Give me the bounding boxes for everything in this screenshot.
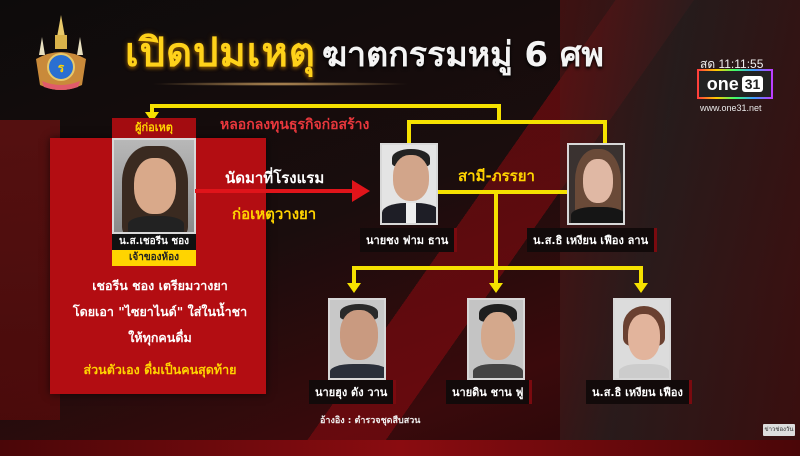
husband-photo (380, 143, 438, 225)
title-glow (150, 82, 410, 86)
arrow-right-icon (352, 180, 370, 202)
action-line-1: นัดมาที่โรงแรม (225, 169, 325, 187)
action-arrow (195, 189, 355, 193)
connector-children-drop (494, 190, 498, 266)
child-3-photo (613, 298, 671, 380)
perpetrator-photo (112, 138, 196, 234)
description-line-2: โดยเอา "ไซยาไนด์" ใส่ในน้ำชา (72, 304, 248, 319)
couple-label: สามี-ภรรยา (458, 167, 535, 185)
connector-child-3 (639, 266, 643, 284)
description-line-1: เชอรีน ชอง เตรียมวางยา (92, 278, 228, 293)
title-highlight: เปิดปมเหตุ (125, 30, 316, 76)
svg-text:ร: ร (58, 61, 65, 75)
bottom-bar (0, 440, 800, 456)
connector-wife-top (603, 120, 607, 144)
child-2-name: นายดิน ชาน ฟู (446, 380, 533, 404)
description-line-3: ให้ทุกคนดื่ม (128, 330, 192, 345)
connector-husband-top (407, 120, 411, 144)
connector-child-1 (352, 266, 356, 284)
relation-label: หลอกลงทุนธุรกิจก่อสร้าง (220, 117, 370, 133)
channel-logo: one 31 (697, 69, 773, 99)
title-rest: ฆาตกรรมหมู่ 6 ศพ (321, 35, 604, 75)
connector-couple-top (407, 120, 607, 124)
connector-couple (438, 190, 568, 194)
wife-photo (567, 143, 625, 225)
arrow-down-icon (634, 283, 648, 293)
arrow-down-icon (489, 283, 503, 293)
perpetrator-role: เจ้าของห้อง (112, 250, 196, 266)
connector-perp-drop (150, 104, 154, 114)
child-1-photo (328, 298, 386, 380)
connector-top-drop (497, 104, 501, 124)
page-title: เปิดปมเหตุ ฆาตกรรมหมู่ 6 ศพ (125, 20, 604, 90)
description-highlight: ส่วนตัวเอง ดื่มเป็นคนสุดท้าย (83, 362, 237, 377)
child-3-name: น.ส.ธิ เหงียน เฟือง (586, 380, 692, 404)
connector-top (150, 104, 500, 108)
wife-name: น.ส.ธิ เหงียน เฟือง ลาน (527, 228, 658, 252)
husband-name: นายชง ฟาม ธาน (360, 228, 458, 252)
live-clock: สด 11:11:55 (700, 57, 764, 71)
source-credit: อ้างอิง : ตำรวจชุดสืบสวน (320, 416, 421, 426)
child-2-photo (467, 298, 525, 380)
perpetrator-tag: ผู้ก่อเหตุ (112, 118, 196, 138)
action-line-2: ก่อเหตุวางยา (232, 205, 317, 223)
child-1-name: นายฮุง ดัง วาน (309, 380, 397, 404)
arrow-down-icon (347, 283, 361, 293)
channel-name: one (706, 73, 739, 94)
channel-url: www.one31.net (700, 103, 762, 113)
royal-emblem-icon: ร (36, 15, 86, 90)
arrow-down-icon (145, 112, 159, 122)
perpetrator-name: น.ส.เชอรีน ชอง (112, 234, 196, 250)
connector-child-2 (494, 266, 498, 284)
watermark: ข่าวช่องวัน (763, 424, 795, 436)
channel-number: 31 (741, 76, 764, 92)
